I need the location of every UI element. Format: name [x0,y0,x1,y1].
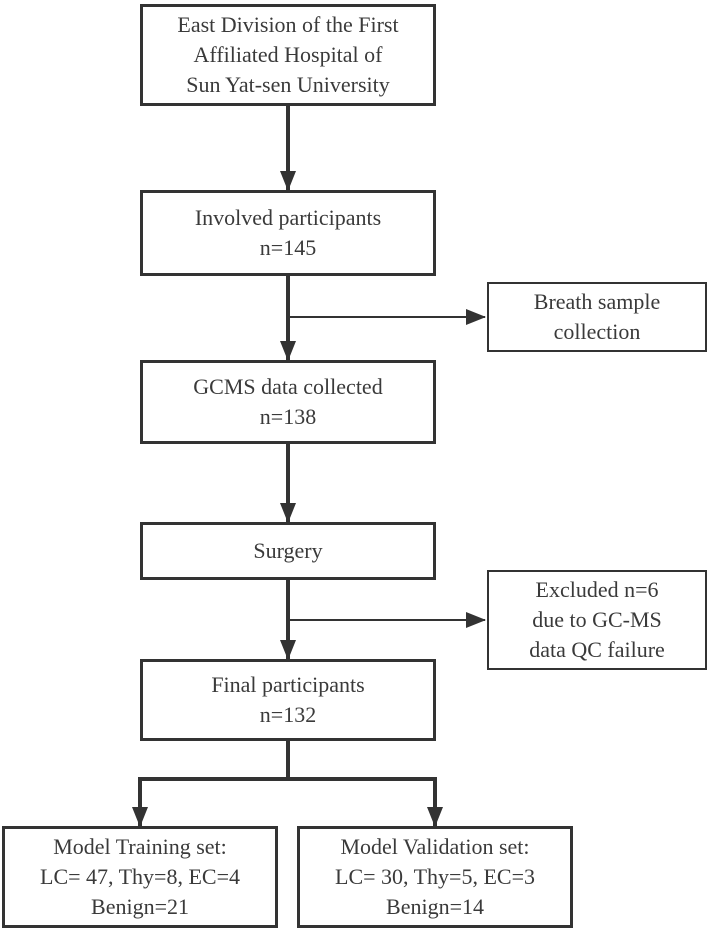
breath-sample-line-2: collection [553,319,641,344]
excluded-line-3: data QC failure [529,637,665,662]
validation-set-title: Model Validation set: [340,834,530,859]
hospital-line-3: Sun Yat-sen University [186,72,390,97]
training-set-title: Model Training set: [53,834,227,859]
involved-participants-label: Involved participants [194,205,382,230]
hospital-box: East Division of the First Affiliated Ho… [140,4,436,106]
validation-set-counts: LC= 30, Thy=5, EC=3 [335,864,535,889]
final-participants-count: n=132 [259,702,317,727]
hospital-line-1: East Division of the First [177,12,399,37]
gcms-data-count: n=138 [259,404,317,429]
training-set-benign: Benign=21 [91,894,189,919]
final-participants-box: Final participants n=132 [140,659,436,741]
surgery-box: Surgery [140,522,436,580]
gcms-data-box: GCMS data collected n=138 [140,360,436,444]
breath-sample-line-1: Breath sample [533,289,661,314]
excluded-line-2: due to GC-MS [532,607,662,632]
hospital-line-2: Affiliated Hospital of [193,42,383,67]
training-set-counts: LC= 47, Thy=8, EC=4 [40,864,240,889]
gcms-data-label: GCMS data collected [193,374,383,399]
validation-set-benign: Benign=14 [386,894,484,919]
final-participants-label: Final participants [211,672,365,697]
breath-sample-box: Breath sample collection [487,282,707,352]
validation-set-box: Model Validation set: LC= 30, Thy=5, EC=… [297,826,573,928]
training-set-box: Model Training set: LC= 47, Thy=8, EC=4 … [2,826,278,928]
surgery-label: Surgery [253,538,323,563]
involved-participants-count: n=145 [259,235,317,260]
involved-participants-box: Involved participants n=145 [140,190,436,276]
excluded-box: Excluded n=6 due to GC-MS data QC failur… [487,570,707,670]
excluded-line-1: Excluded n=6 [535,577,659,602]
